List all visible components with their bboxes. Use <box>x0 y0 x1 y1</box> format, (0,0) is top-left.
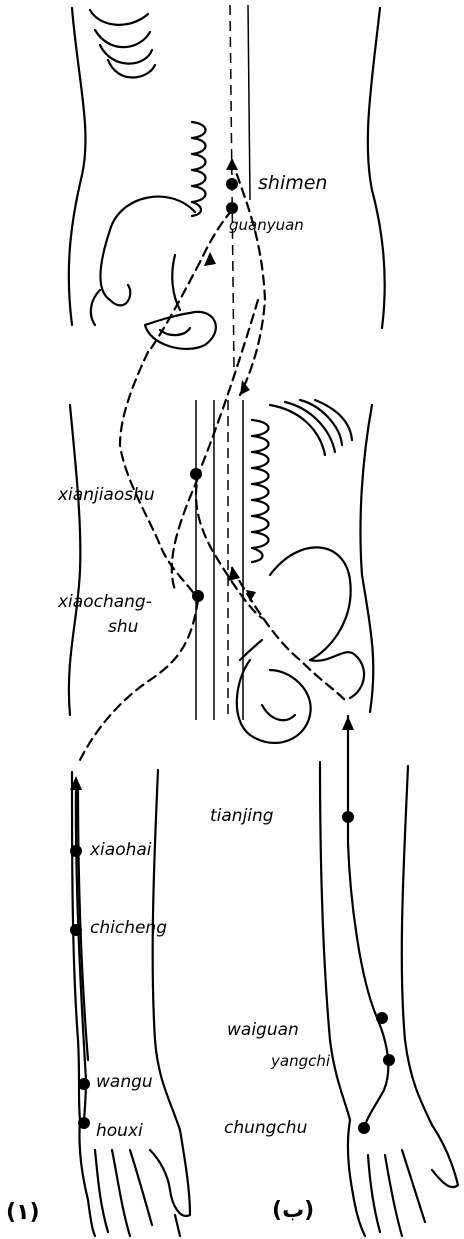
figure-label-right: (ب) <box>272 1198 314 1223</box>
right-hand <box>348 1120 458 1236</box>
spine-guides-middle <box>196 400 243 720</box>
label-shimen: shimen <box>258 172 327 194</box>
label-chungchu: chungchu <box>224 1118 307 1138</box>
meridian-path-top <box>150 160 265 395</box>
label-xianjiaoshu: xianjiaoshu <box>58 485 155 505</box>
label-chicheng: chicheng <box>90 918 167 938</box>
intestine-squiggle-top <box>192 122 206 216</box>
label-houxi: houxi <box>96 1121 143 1141</box>
rib-cage <box>90 10 155 78</box>
back-torso-outline <box>69 405 373 715</box>
right-arm-meridian <box>342 716 388 1128</box>
acupoints-right-arm <box>342 811 395 1134</box>
front-torso-outline <box>69 8 385 328</box>
label-yangchi: yangchi <box>271 1052 330 1070</box>
label-tianjing: tianjing <box>210 806 274 826</box>
label-waiguan: waiguan <box>227 1020 299 1040</box>
rib-arcs-middle <box>270 400 352 455</box>
intestine-squiggle-middle <box>252 420 269 562</box>
pelvis-middle <box>237 547 364 743</box>
label-xiaochangshu-1: xiaochang- <box>58 592 152 612</box>
figure-label-left: (١) <box>6 1200 40 1225</box>
right-arm-outline <box>320 762 432 1125</box>
label-wangu: wangu <box>96 1072 153 1092</box>
label-guanyuan: guanyuan <box>229 216 304 234</box>
pelvis-top <box>91 197 216 349</box>
acupoints-top <box>226 178 238 214</box>
label-xiaochangshu-2: shu <box>108 617 138 637</box>
label-xiaohai: xiaohai <box>90 840 152 860</box>
